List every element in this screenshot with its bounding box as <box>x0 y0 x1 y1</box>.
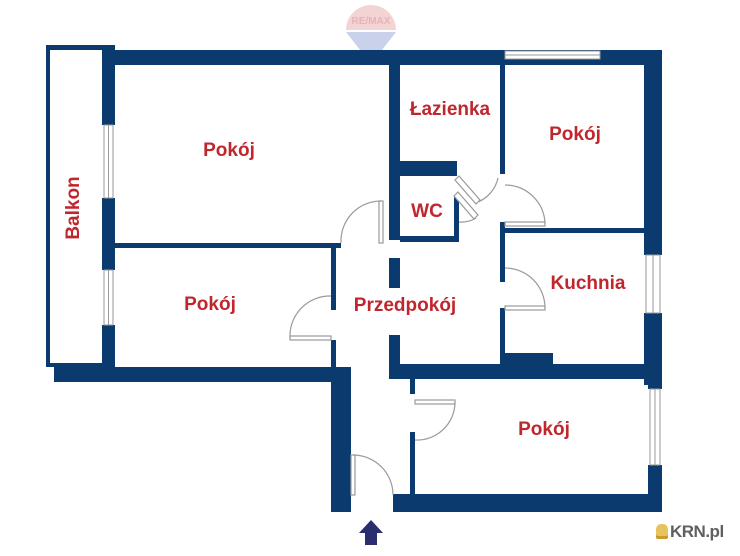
room-label-pokoj-4: Pokój <box>518 419 570 440</box>
walls <box>46 45 662 512</box>
remax-watermark: RE/MAX <box>342 2 400 64</box>
room-label-kuchnia: Kuchnia <box>550 273 626 294</box>
room-label-pokoj-2: Pokój <box>549 124 601 145</box>
room-label-pokoj-3: Pokój <box>184 294 236 315</box>
room-label-przedpokoj: Przedpokój <box>353 295 457 316</box>
room-label-wc: WC <box>411 201 443 222</box>
house-icon <box>656 524 668 539</box>
remax-text: RE/MAX <box>351 16 391 27</box>
krn-watermark: KRN.pl <box>656 522 724 542</box>
windows <box>103 50 661 466</box>
entrance-arrow-icon <box>359 520 383 545</box>
doors <box>289 175 546 496</box>
room-label-lazienka: Łazienka <box>409 99 491 120</box>
krn-text: KRN.pl <box>670 522 724 541</box>
room-label-pokoj-1: Pokój <box>203 140 255 161</box>
room-label-balkon: Balkon <box>63 176 84 240</box>
